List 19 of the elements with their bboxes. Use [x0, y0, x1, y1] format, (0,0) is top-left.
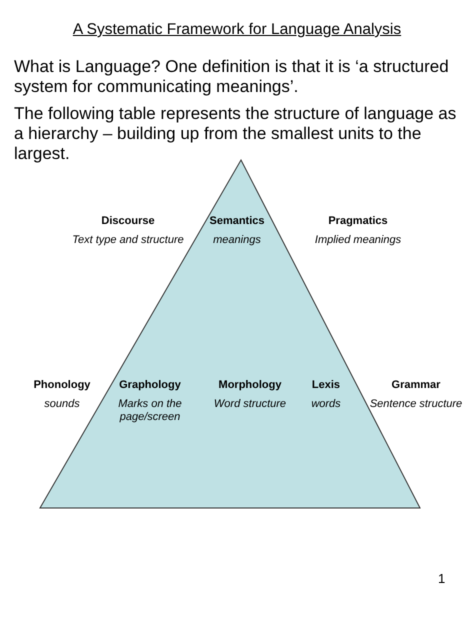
heading: Semantics [208, 215, 266, 227]
heading: Phonology [32, 379, 92, 391]
description: Sentence structure [368, 398, 464, 411]
heading: Pragmatics [327, 215, 389, 227]
description: Word structure [212, 398, 288, 411]
heading: Morphology [218, 379, 282, 391]
description: words [310, 398, 342, 411]
page-number: 1 [438, 571, 446, 586]
description: Marks on the page/screen [117, 398, 183, 424]
paragraph: What is Language? One definition is that it is ‘a structured system for communicating meanings’. [14, 57, 450, 97]
description: meanings [212, 234, 262, 247]
description: sounds [43, 398, 81, 411]
heading: Grammar [390, 379, 442, 391]
description: Implied meanings [314, 234, 402, 247]
description: Text type and structure [71, 234, 185, 247]
heading: Discourse [100, 215, 156, 227]
heading: Graphology [118, 379, 182, 391]
paragraph: The following table represents the structure of language as a hierarchy – building up from the smallest units to the largest. [14, 104, 458, 164]
title: A Systematic Framework for Language Analysis [72, 21, 402, 39]
